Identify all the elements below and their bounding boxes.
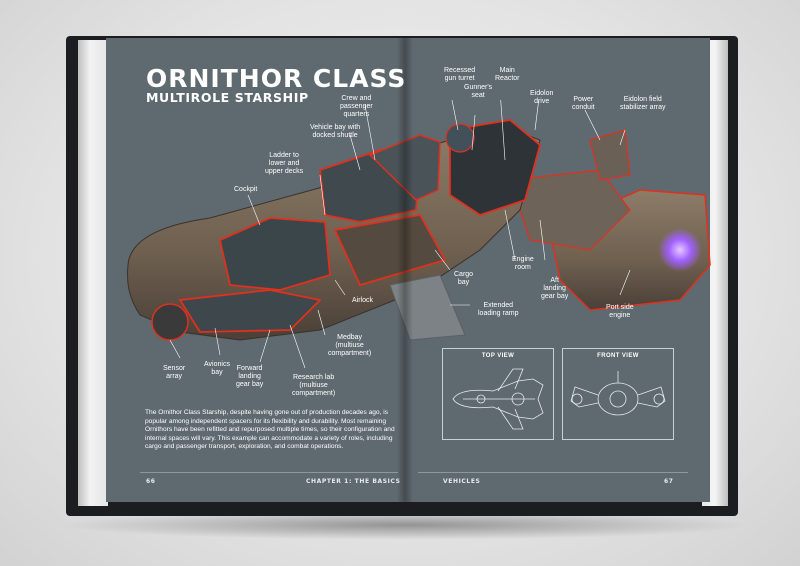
callout-research-lab: Research lab (multiuse compartment) (292, 374, 336, 397)
turret-dome (445, 123, 475, 153)
starship-cutaway-illustration (127, 100, 711, 369)
callout-aft-landing-gear: Aft landing gear bay (541, 277, 569, 300)
engine-glow (658, 228, 702, 272)
callout-main-reactor: Main Reactor (495, 67, 520, 82)
callout-avionics-bay: Avionics bay (204, 361, 230, 376)
page-edges-left (78, 40, 108, 506)
callout-stabilizer-array: Eidolon field stabilizer array (620, 96, 666, 111)
callout-power-conduit: Power conduit (572, 96, 595, 111)
top-view-box: TOP VIEW (442, 348, 554, 440)
front-view-box: FRONT VIEW (562, 348, 674, 440)
stabilizer-fin (589, 129, 631, 181)
callout-crew-quarters: Crew and passenger quarters (340, 95, 373, 118)
callout-cockpit: Cockpit (234, 186, 258, 193)
callout-ladder: Ladder to lower and upper decks (265, 152, 304, 175)
callout-airlock: Airlock (352, 297, 374, 304)
page-number-right: 67 (664, 478, 674, 485)
page-subtitle: MULTIROLE STARSHIP (146, 90, 309, 105)
callout-forward-landing-gear: Forward landing gear bay (236, 365, 264, 388)
sensor-array-dome (151, 303, 189, 341)
footer-rule-left (140, 472, 398, 473)
callout-loading-ramp: Extended loading ramp (478, 302, 519, 317)
footer-chapter: CHAPTER 1: THE BASICS (306, 478, 401, 485)
callout-medbay: Medbay (multiuse compartment) (328, 334, 372, 357)
book-gutter (397, 38, 413, 502)
front-view-title: FRONT VIEW (597, 353, 639, 359)
engine-nacelle (509, 169, 631, 251)
footer-section: VEHICLES (443, 478, 481, 485)
top-view-title: TOP VIEW (481, 353, 515, 359)
callout-gunners-seat: Gunner's seat (464, 84, 493, 99)
page-title: ORNITHOR CLASS (146, 64, 407, 93)
loading-ramp (389, 274, 466, 341)
front-view-diagram (570, 371, 666, 416)
cockpit-section (218, 217, 331, 291)
callout-vehicle-bay: Vehicle bay with docked shuttle (310, 124, 361, 139)
callout-engine-room: Engine room (512, 256, 534, 271)
leader-lines (169, 100, 631, 369)
callout-eidolon-drive: Eidolon drive (530, 90, 554, 105)
footer-rule-right (418, 472, 688, 473)
callout-cargo-bay: Cargo bay (454, 271, 474, 286)
callout-recessed-turret: Recessed gun turret (444, 67, 476, 82)
top-view-diagram (452, 368, 544, 430)
cargo-bay-section (333, 214, 447, 287)
description-paragraph: The Ornithor Class Starship, despite hav… (145, 409, 395, 451)
callout-port-engine: Port side engine (606, 304, 634, 319)
crew-quarters-section (368, 134, 441, 201)
lower-deck-section (178, 289, 322, 333)
callout-sensor-array: Sensor array (163, 365, 186, 380)
page-number-left: 66 (146, 478, 156, 485)
